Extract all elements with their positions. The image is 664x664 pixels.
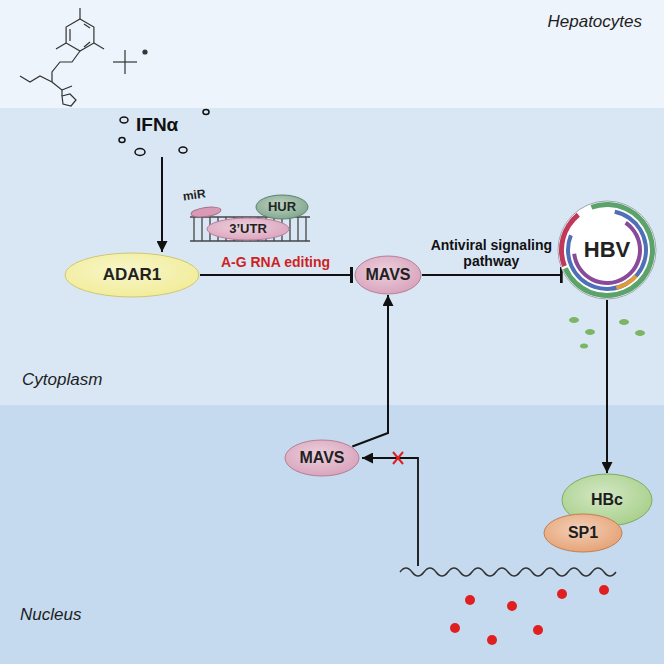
ellipse-outline	[207, 218, 289, 240]
connector	[200, 274, 351, 276]
drug-molecule	[20, 8, 147, 106]
node-label: HBc	[591, 491, 623, 509]
node-text-holder: HUR	[268, 200, 296, 215]
blocked-transcription	[362, 452, 418, 566]
gene-arc	[572, 221, 642, 285]
node-text-holder: HBV	[584, 237, 630, 262]
node-label: ADAR1	[103, 265, 162, 285]
cell-band: Hepatocytes	[0, 0, 664, 108]
mirna-strand	[191, 205, 222, 218]
band-label-holder: Nucleus	[20, 605, 81, 625]
region-label: Hepatocytes	[548, 12, 643, 32]
edge-label: Antiviral signaling pathway	[421, 237, 561, 269]
rna-duplex	[190, 217, 310, 241]
ifn-particles	[119, 110, 209, 156]
gene-arc	[566, 210, 648, 291]
cytoplasm-band: Cytoplasm ADAR1 3’UTRHUR MAVS HBV	[0, 108, 664, 405]
ellipse-outline	[544, 514, 622, 552]
node-label: HUR	[268, 200, 296, 215]
node-text-holder: HBc	[591, 491, 623, 509]
edge-label: A-G RNA editing	[221, 254, 330, 270]
nucleus-band: Nucleus HBcSP1 MAVS	[0, 405, 664, 664]
node-label: SP1	[568, 524, 598, 542]
band-label-holder: Cytoplasm	[22, 370, 102, 390]
connector	[422, 274, 561, 276]
connector	[352, 295, 388, 447]
ellipse-outline	[256, 195, 308, 219]
protein-ellipse: SP1	[543, 513, 623, 553]
node-label: 3’UTR	[229, 222, 267, 237]
ellipse-outline	[355, 256, 421, 294]
ellipse-outline	[65, 253, 199, 297]
node-text-holder: ADAR1	[103, 265, 162, 285]
dna-strand	[400, 568, 616, 576]
ellipse-outline	[285, 440, 359, 476]
node-text-holder: 3’UTR	[229, 222, 267, 237]
region-label: Nucleus	[20, 605, 81, 625]
genome-outline	[558, 201, 656, 299]
genome-rings	[559, 202, 655, 298]
node-text-holder: MAVS	[365, 266, 410, 284]
node-label: MAVS	[299, 449, 344, 467]
protein-ellipse: MAVS	[284, 439, 360, 477]
node-label: MAVS	[365, 266, 410, 284]
band-label-holder: Hepatocytes	[548, 12, 643, 32]
stimulus-arrow	[161, 157, 163, 252]
region-label: Cytoplasm	[22, 370, 102, 390]
viral-particles	[569, 317, 645, 349]
protein-ellipse: HUR	[255, 194, 309, 220]
utr-ellipse: 3’UTR	[206, 217, 290, 241]
cytokine-label: IFNα	[136, 114, 178, 136]
transcript-dots	[450, 585, 609, 645]
protein-ellipse: MAVS	[354, 255, 422, 295]
virus-genome-circle: HBV	[557, 200, 657, 300]
protein-ellipse: ADAR1	[64, 252, 200, 298]
node-text-holder: MAVS	[299, 449, 344, 467]
connector	[606, 300, 608, 473]
node-text-holder: SP1	[568, 524, 598, 542]
node-label: HBV	[584, 237, 630, 262]
